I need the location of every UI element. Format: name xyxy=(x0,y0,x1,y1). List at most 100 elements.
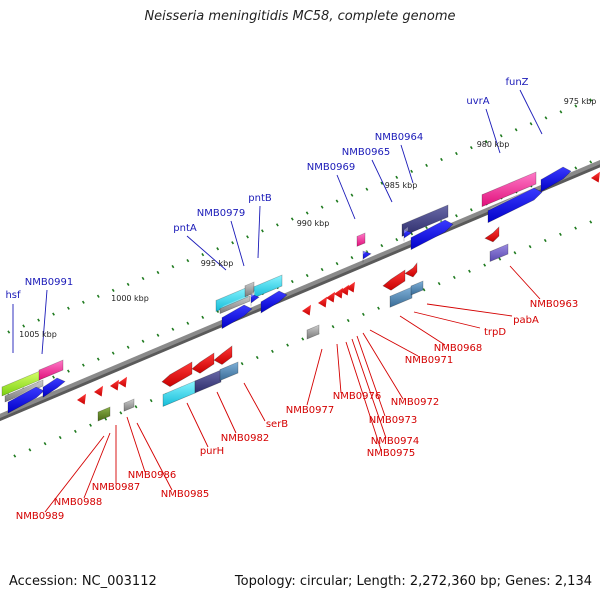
tick-outer xyxy=(22,324,26,328)
tick-mid xyxy=(350,255,354,260)
gene-reverse-arrow-3 xyxy=(326,291,335,303)
tick-outer xyxy=(425,163,429,168)
tick-mid xyxy=(574,166,578,170)
tick-outer xyxy=(320,205,324,209)
tick-inner xyxy=(119,411,123,415)
label-NMB0974: NMB0974 xyxy=(371,436,419,447)
gene-reverse-1 xyxy=(191,352,215,374)
leader-NMB0971 xyxy=(369,329,419,357)
tick-mid xyxy=(67,369,70,373)
label-NMB0987: NMB0987 xyxy=(92,482,140,493)
tick-outer xyxy=(231,241,235,245)
tick-outer xyxy=(67,306,70,310)
gene-nmb0982 xyxy=(194,369,222,394)
gene-forward-2-top xyxy=(43,375,61,388)
backbone-line xyxy=(0,159,600,419)
tick-outer xyxy=(7,330,11,334)
gene-reverse-4-top xyxy=(405,260,413,269)
gene-reverse-2-top xyxy=(214,343,228,354)
gene-funZ-top xyxy=(541,164,567,180)
gene-forward-1-top xyxy=(8,384,40,403)
gene-reverse-arrow-1 xyxy=(302,304,311,316)
gene-labels: hsfNMB0991pntANMB0979pntBNMB0969NMB0965N… xyxy=(5,77,578,522)
tick-mid xyxy=(96,357,100,361)
tick-outer xyxy=(440,157,443,162)
tick-outer xyxy=(559,110,563,114)
tick-mid xyxy=(171,327,175,331)
gene-nmb0988 xyxy=(97,406,111,422)
gene-reverse-3 xyxy=(219,361,239,382)
label-trpD: trpD xyxy=(484,327,506,338)
label-NMB0963: NMB0963 xyxy=(530,299,578,310)
gene-nmb0977 xyxy=(306,324,320,340)
tick-outer xyxy=(455,151,458,156)
label-NMB0977: NMB0977 xyxy=(286,405,334,416)
label-NMB0965: NMB0965 xyxy=(342,147,390,158)
gene-nmb0986-top xyxy=(124,396,138,404)
tick-inner xyxy=(377,306,380,310)
gene-forward-7-top xyxy=(404,227,408,234)
tick-mid xyxy=(126,345,130,349)
gene-nmb0965-top xyxy=(402,202,452,225)
label-hsf: hsf xyxy=(5,290,21,301)
tick-mid xyxy=(290,279,294,284)
gene-reverse-1-top xyxy=(192,350,210,363)
gene-forward-4 xyxy=(250,293,260,307)
kbp-label: 980 kbp xyxy=(477,140,510,149)
tick-mid xyxy=(305,273,309,278)
gene-uvrA xyxy=(481,171,537,208)
gene-reverse-arrow-4 xyxy=(334,287,343,299)
tick-outer xyxy=(305,211,309,215)
gene-purH xyxy=(162,380,196,407)
tick-mid xyxy=(589,160,593,164)
gene-nmb0964 xyxy=(410,219,454,251)
tick-outer xyxy=(96,294,100,298)
leader-NMB0991 xyxy=(41,289,48,355)
leader-NMB0989 xyxy=(44,435,105,513)
leader-NMB0988 xyxy=(83,432,111,499)
tick-mid xyxy=(395,238,399,242)
tick-mid xyxy=(455,214,458,218)
tick-inner xyxy=(286,343,290,347)
label-pntB: pntB xyxy=(248,193,272,204)
gene-nmb0963-top xyxy=(485,224,495,233)
tick-outer xyxy=(186,258,190,263)
tick-inner xyxy=(543,238,547,243)
tick-outer xyxy=(126,282,130,287)
gene-forward-8-top xyxy=(488,185,538,211)
tick-outer xyxy=(171,264,175,269)
gene-reverse-5-top xyxy=(411,278,427,287)
tick-inner xyxy=(589,220,593,224)
tick-outer xyxy=(499,134,503,138)
tick-inner xyxy=(528,245,532,249)
label-purH: purH xyxy=(200,446,224,457)
tick-inner xyxy=(301,337,305,341)
label-NMB0964: NMB0964 xyxy=(375,132,423,143)
gene-reverse-3-top xyxy=(220,359,242,370)
tick-inner xyxy=(468,269,471,273)
tick-inner xyxy=(361,312,365,316)
label-NMB0975: NMB0975 xyxy=(367,448,415,459)
gene-nmb0968-top xyxy=(390,284,416,297)
tick-outer xyxy=(395,175,399,179)
leader-NMB0965 xyxy=(371,159,393,203)
label-NMB0972: NMB0972 xyxy=(391,397,439,408)
leader-NMB0985 xyxy=(136,422,173,491)
tick-mid xyxy=(186,321,190,325)
gene-purH-top xyxy=(163,378,199,395)
gene-funZ xyxy=(540,166,572,193)
gene-nmb0982-top xyxy=(195,367,225,381)
gene-pntA-b xyxy=(219,295,251,315)
gene-forward-3-top xyxy=(222,302,248,318)
gene-uvrA-top xyxy=(482,169,540,195)
gene-nmb0979-top xyxy=(245,279,258,286)
leader-NMB0976 xyxy=(336,343,342,394)
gene-reverse-arrow-6 xyxy=(346,281,355,293)
gene-pntA-b-top xyxy=(220,293,254,309)
tick-mid xyxy=(425,226,429,230)
leader-NMB0977 xyxy=(306,348,323,406)
leader-NMB0968 xyxy=(399,315,446,346)
tick-outer xyxy=(380,181,384,185)
leader-serB xyxy=(243,382,266,422)
leader-uvrA xyxy=(485,108,501,154)
